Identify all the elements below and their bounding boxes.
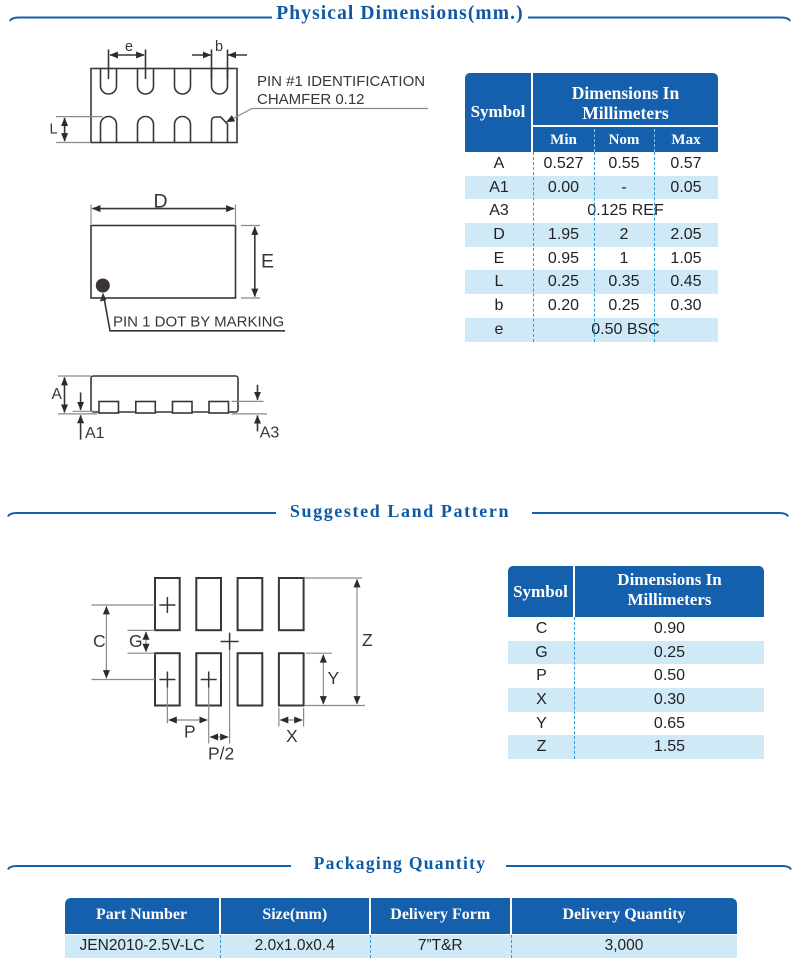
- svg-text:A3: A3: [260, 425, 280, 442]
- svg-text:A1: A1: [85, 425, 105, 442]
- svg-text:G: G: [129, 631, 143, 651]
- svg-text:D: D: [154, 191, 168, 213]
- svg-text:C: C: [93, 631, 106, 651]
- svg-text:Z: Z: [362, 630, 373, 650]
- svg-text:P/2: P/2: [208, 744, 234, 764]
- svg-text:A: A: [52, 386, 63, 403]
- svg-text:CHAMFER 0.12: CHAMFER 0.12: [257, 91, 365, 108]
- svg-text:e: e: [125, 40, 133, 55]
- svg-text:L: L: [50, 122, 58, 138]
- svg-text:Y: Y: [328, 668, 340, 688]
- svg-text:PIN 1 DOT BY MARKING: PIN 1 DOT BY MARKING: [113, 314, 284, 331]
- svg-text:P: P: [184, 722, 196, 742]
- svg-text:E: E: [261, 251, 274, 273]
- svg-text:PIN #1 IDENTIFICATION: PIN #1 IDENTIFICATION: [257, 73, 425, 90]
- svg-text:X: X: [286, 726, 298, 746]
- svg-text:b: b: [215, 40, 223, 55]
